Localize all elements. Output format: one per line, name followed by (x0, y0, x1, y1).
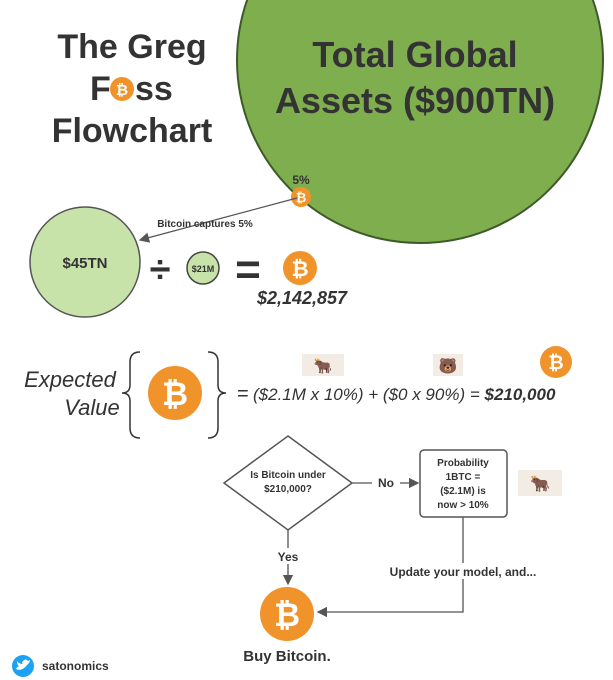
svg-text:🐂: 🐂 (314, 358, 333, 375)
price-result: $2,142,857 (256, 288, 348, 308)
svg-text:₿: ₿ (296, 190, 307, 205)
global-assets-circle (236, 0, 604, 244)
capture-arrow (138, 197, 298, 243)
bitcoin-icon: ₿ (540, 346, 572, 378)
supply-circle (186, 251, 220, 285)
title-line2-post: ss (135, 70, 173, 108)
title-line2-pre: F (90, 70, 111, 108)
twitter-icon (12, 655, 34, 677)
decision-line1: Is Bitcoin under (250, 470, 326, 481)
decision-line2: $210,000? (264, 484, 312, 495)
update-arrow (316, 517, 464, 618)
capture-label: Bitcoin captures 5% (157, 219, 253, 230)
box-line: 1BTC = (446, 472, 481, 483)
bitcoin-icon: ₿ (110, 77, 134, 101)
bitcoin-icon: ₿ (260, 587, 314, 641)
left-brace (121, 351, 141, 439)
title-line1: The Greg (57, 28, 206, 66)
bitcoin-icon: ₿ (148, 366, 202, 420)
ev-formula: ($2.1M x 10%) + ($0 x 90%) = $210,000 (253, 385, 556, 404)
equals-operator: = (235, 245, 261, 294)
no-label: No (378, 476, 394, 490)
svg-text:₿: ₿ (116, 82, 128, 99)
bull-icon: 🐂 (302, 354, 344, 376)
amount-label: $45TN (62, 255, 107, 272)
expected-label1: Expected (24, 367, 116, 392)
global-assets-line1: Total Global (312, 34, 517, 75)
bull-icon: 🐂 (518, 470, 562, 496)
supply-label: $21M (192, 264, 215, 274)
twitter-handle: satonomics (42, 659, 109, 673)
divide-operator: ÷ (150, 249, 171, 291)
bitcoin-icon: ₿ (291, 187, 311, 207)
svg-text:🐂: 🐂 (530, 475, 550, 493)
svg-text:₿: ₿ (274, 597, 300, 633)
bear-icon: 🐻 (433, 354, 463, 376)
amount-circle (29, 206, 141, 318)
percent-label: 5% (292, 173, 310, 187)
box-line: Probability (437, 458, 489, 469)
svg-text:₿: ₿ (162, 376, 188, 412)
right-brace (207, 351, 227, 439)
ev-equals: = (237, 383, 249, 405)
yes-label: Yes (278, 550, 299, 564)
buy-label: Buy Bitcoin. (243, 648, 331, 665)
expected-label2: Value (64, 395, 119, 420)
svg-text:₿: ₿ (291, 258, 308, 281)
update-label: Update your model, and... (390, 565, 537, 579)
svg-text:₿: ₿ (548, 353, 563, 374)
svg-text:🐻: 🐻 (439, 356, 458, 375)
global-assets-line2: Assets ($900TN) (275, 80, 555, 121)
decision-diamond (222, 435, 354, 531)
bitcoin-icon: ₿ (283, 251, 317, 285)
box-line: ($2.1M) is (440, 486, 486, 497)
box-line: now > 10% (437, 500, 489, 511)
title-line3: Flowchart (52, 112, 213, 150)
